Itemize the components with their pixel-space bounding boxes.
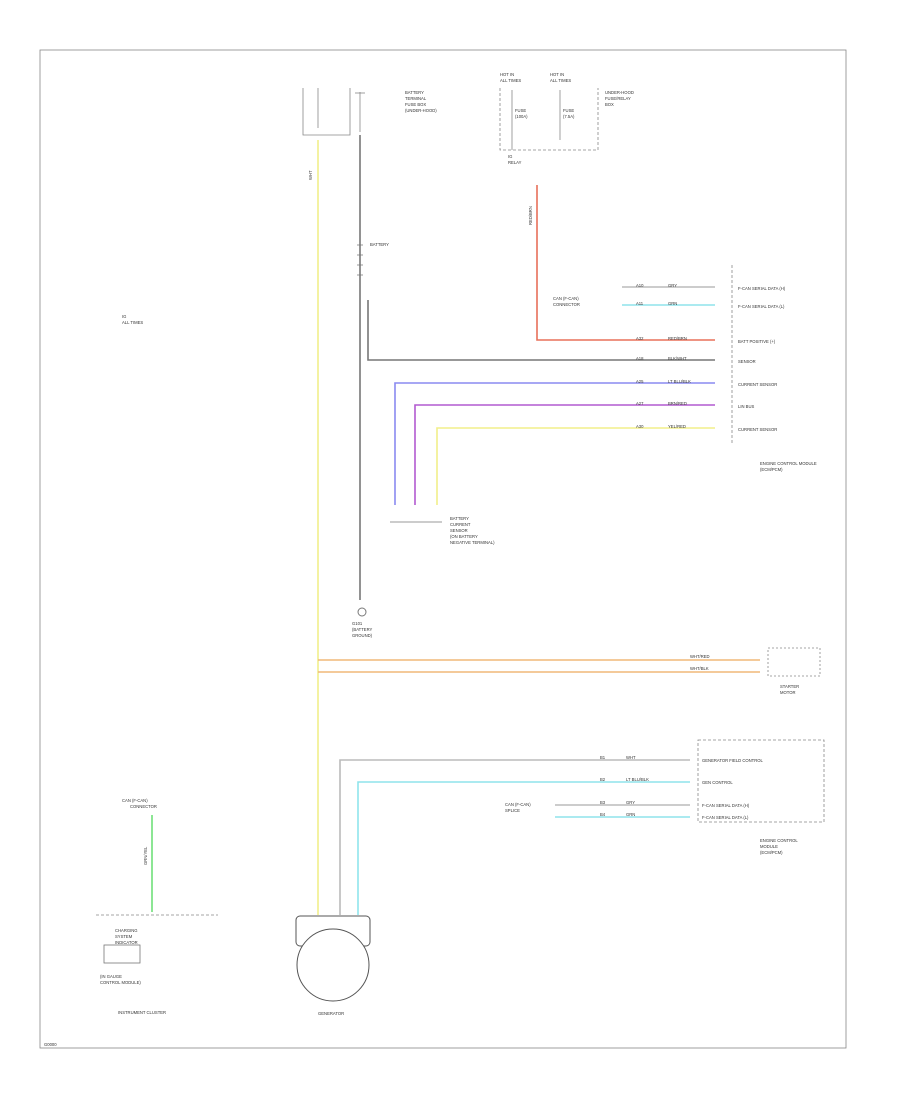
fuse-a-number: FUSE(100A) (515, 108, 528, 119)
gen-pin-number: B3 (600, 800, 606, 805)
gen-wire-code: LT BLU/BLK (626, 777, 649, 782)
cluster-name: INSTRUMENT CLUSTER (118, 1010, 166, 1015)
can-connector-pcm: CAN (F-CAN)CONNECTOR (553, 286, 715, 307)
pcm-pin-number: A30 (636, 424, 644, 429)
pcm-wire-code: BLK/WHT (668, 356, 687, 361)
yellow-main-wire: WHT (308, 140, 319, 915)
cluster-can-label: CAN (F-CAN)CONNECTOR (122, 798, 157, 809)
fuse-b-number: FUSE(7.5A) (563, 108, 575, 119)
svg-text:WHT: WHT (308, 170, 313, 180)
pcm-pin-function: F-CAN SERIAL DATA (L) (738, 304, 785, 309)
gen-pin-number: B4 (600, 812, 606, 817)
svg-text:WHT/BLK: WHT/BLK (690, 666, 709, 671)
pcm-wire-code: YEL/RED (668, 424, 686, 429)
starter-box (767, 647, 821, 677)
pcm-pin-number: A10 (636, 283, 644, 288)
pcm-pin-function: BATT POSITIVE (+) (738, 339, 776, 344)
pcm-label: ENGINE CONTROL MODULE(ECM/PCM) (760, 461, 817, 472)
red-feed-wire: RED/BRN (528, 185, 715, 341)
pcm-pin-function: SENSOR (738, 359, 756, 364)
svg-text:CAN (F-CAN)CONNECTOR: CAN (F-CAN)CONNECTOR (553, 296, 580, 307)
pcm-pin-number: A18 (636, 356, 644, 361)
pcm-pin-function: CURRENT SENSOR (738, 382, 777, 387)
svg-text:RED/BRN: RED/BRN (528, 206, 533, 225)
gen-pin-number: B2 (600, 777, 606, 782)
pcm-pin-block: A10 GRY F-CAN SERIAL DATA (H) A11 GRN F-CAN S… (636, 265, 817, 472)
pcm-pin-number: A11 (636, 301, 644, 306)
diagram-frame (39, 49, 847, 1049)
gen-pin-function: GEN CONTROL (702, 780, 733, 785)
generator: GENERATOR (295, 915, 371, 1016)
svg-text:WHT/RED: WHT/RED (690, 654, 710, 659)
gen-pin-function: F-CAN SERIAL DATA (L) (702, 815, 749, 820)
gen-pin-function: GENERATOR FIELD CONTROL (702, 758, 763, 763)
pcm-wire-code: LT BLU/BLK (668, 379, 691, 384)
gen-pin-function: F-CAN SERIAL DATA (H) (702, 803, 750, 808)
page-id: G0000 (44, 1042, 57, 1047)
gen-control-box (697, 739, 825, 823)
pcm-wire-code: RED/BRN (668, 336, 687, 341)
pcm-pin-number: A32 (636, 336, 644, 341)
pcm-wire-code: BRN/RED (668, 401, 687, 406)
pcm-pin-function: CURRENT SENSOR (738, 427, 777, 432)
pcm-pin-number: A25 (636, 379, 644, 384)
pcm-pin-function: LIN BUS (738, 404, 754, 409)
generator-control-wires: CAN (F-CAN)SPLICE B1 WHT GENERATOR FIELD C… (339, 739, 825, 915)
pcm-wire-code: GRN (668, 301, 677, 306)
pcm-wire-code: GRY (668, 283, 677, 288)
gen-pin-number: B1 (600, 755, 606, 760)
generator-label: GENERATOR (318, 1011, 344, 1016)
battery-label: BATTERY (370, 242, 389, 247)
gen-wire-code: GRY (626, 800, 635, 805)
svg-text:GRN/YEL: GRN/YEL (143, 846, 148, 865)
pcm-pin-number: A27 (636, 401, 644, 406)
pcm-pin-function: F-CAN SERIAL DATA (H) (738, 286, 786, 291)
gen-wire-code: WHT (626, 755, 636, 760)
gen-wire-code: GRN (626, 812, 635, 817)
can-splice-label: CAN (F-CAN)SPLICE (505, 802, 531, 813)
